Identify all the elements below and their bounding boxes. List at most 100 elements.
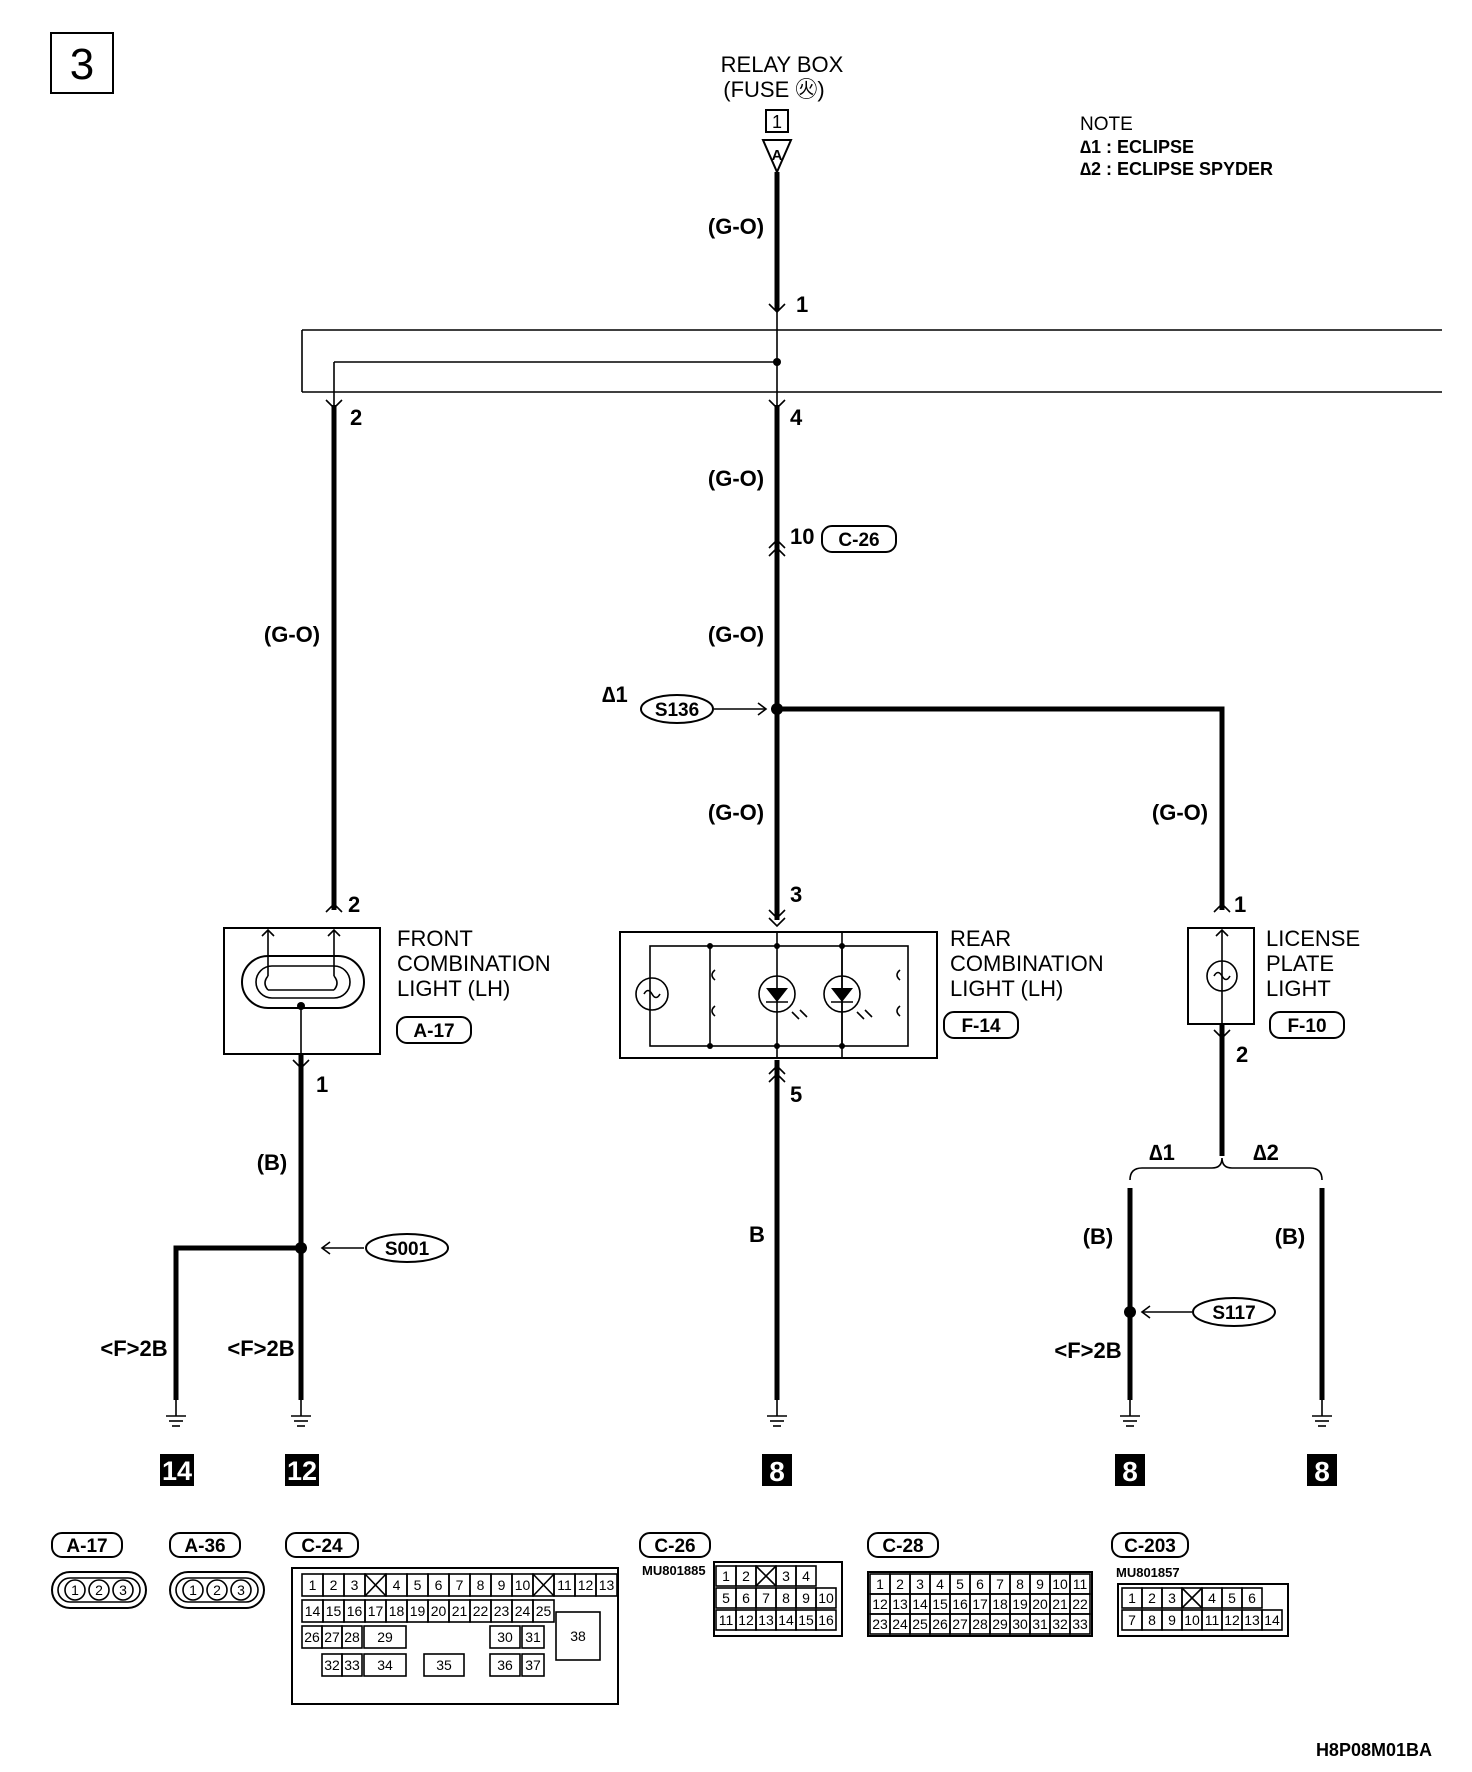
wire-color-label: (G-O) xyxy=(708,800,764,825)
wire-color-label: (G-O) xyxy=(264,622,320,647)
connector-pin: 5 xyxy=(1228,1590,1236,1606)
license-light-connector: F-10 xyxy=(1287,1016,1326,1037)
connector-blank-cell xyxy=(755,1565,777,1587)
connector-pin: 33 xyxy=(344,1657,360,1673)
connector-pin: 1 xyxy=(309,1577,317,1593)
connector-pin: 3 xyxy=(782,1568,790,1584)
connector-pin: 22 xyxy=(1072,1596,1088,1612)
connector-pin: 9 xyxy=(802,1590,810,1606)
pin-label: 10 xyxy=(790,524,814,549)
connector-label: C-203 xyxy=(1124,1536,1176,1557)
connector-cell xyxy=(363,1625,407,1649)
connector-pin: 2 xyxy=(742,1568,750,1584)
connector-pin: 32 xyxy=(324,1657,340,1673)
relay-box-source: RELAY BOX (FUSE ㊋) 1 A xyxy=(721,52,844,175)
license-light-name-1: LICENSE xyxy=(1266,926,1360,951)
ground-number: 8 xyxy=(769,1456,785,1487)
connector-pin: 12 xyxy=(578,1577,594,1593)
license-light-name-3: LIGHT xyxy=(1266,976,1331,1001)
ground-number: 12 xyxy=(287,1456,317,1486)
connector-pin: 15 xyxy=(326,1603,342,1619)
wire-license-feed xyxy=(777,706,1225,910)
connector-cell xyxy=(1241,1587,1263,1609)
connector-pin: 17 xyxy=(972,1596,988,1612)
splice-s136-badge xyxy=(640,694,714,724)
connector-pin: 27 xyxy=(324,1629,340,1645)
ground-symbol xyxy=(1120,1400,1140,1427)
connector-pin: 23 xyxy=(494,1603,510,1619)
connector-pin: 27 xyxy=(952,1616,968,1632)
rear-light-name-3: LIGHT (LH) xyxy=(950,976,1063,1001)
connector-cell xyxy=(555,1611,601,1661)
connector-pin: 2 xyxy=(330,1577,338,1593)
connector-pin: 11 xyxy=(1073,1576,1088,1592)
front-light-connector: A-17 xyxy=(413,1021,454,1042)
ground-ref-label: <F>2B xyxy=(1054,1338,1121,1363)
front-light-label: FRONT COMBINATION LIGHT (LH) A-17 xyxy=(396,926,551,1044)
connector-pin: 26 xyxy=(932,1616,948,1632)
connector-part-number: MU801857 xyxy=(1116,1565,1180,1580)
fuse-label: (FUSE ㊋) xyxy=(723,77,824,102)
front-light-name-2: COMBINATION xyxy=(397,951,551,976)
connector-part-number: MU801885 xyxy=(642,1563,706,1578)
connector-pin: 31 xyxy=(1032,1616,1048,1632)
figure-code: H8P08M01BA xyxy=(1316,1740,1432,1760)
connector-pin: 33 xyxy=(1072,1616,1088,1632)
connector-pin: 5 xyxy=(414,1577,422,1593)
connector-blank-cell xyxy=(1181,1587,1203,1609)
connector-pin: 9 xyxy=(498,1577,506,1593)
connector-pin: 29 xyxy=(992,1616,1008,1632)
ground-symbols xyxy=(166,1400,1332,1427)
note-title: NOTE xyxy=(1080,114,1133,135)
connector-pin: 2 xyxy=(896,1576,904,1592)
connector-pin: 13 xyxy=(758,1612,774,1628)
connector-pin: 21 xyxy=(452,1603,468,1619)
connector-a17: A-17 1 2 3 xyxy=(51,1532,147,1609)
connector-pin: 15 xyxy=(932,1596,948,1612)
connector-pin: 19 xyxy=(410,1603,426,1619)
connector-blank-cell xyxy=(364,1573,387,1597)
connector-pin: 5 xyxy=(722,1590,730,1606)
connector-pin: 3 xyxy=(351,1577,359,1593)
connector-pin: 25 xyxy=(912,1616,928,1632)
connector-pin: 11 xyxy=(557,1577,572,1593)
connector-pin: 30 xyxy=(497,1629,513,1645)
connector-pin: 16 xyxy=(952,1596,968,1612)
connector-pin: 9 xyxy=(1036,1576,1044,1592)
note-block: NOTE ∆1 : ECLIPSE ∆2 : ECLIPSE SPYDER xyxy=(1080,114,1273,179)
connector-pin: 12 xyxy=(1224,1612,1240,1628)
splice-s117-badge xyxy=(1192,1297,1276,1327)
wire-s001-branch xyxy=(173,1245,301,1400)
connector-pin: 2 xyxy=(1148,1590,1156,1606)
rear-light-name-2: COMBINATION xyxy=(950,951,1104,976)
splice-s136-mark: ∆1 xyxy=(602,682,628,707)
rear-combination-light xyxy=(619,931,938,1059)
pin-label: 1 xyxy=(1234,892,1246,917)
connector-pin: 7 xyxy=(456,1577,464,1593)
connector-pin: 28 xyxy=(972,1616,988,1632)
connector-pin: 7 xyxy=(1128,1612,1136,1628)
ground-symbol xyxy=(166,1400,186,1427)
connector-pin: 14 xyxy=(1264,1612,1280,1628)
connector-pin: 19 xyxy=(1012,1596,1028,1612)
ground-numbers: 14 12 8 8 8 xyxy=(160,1454,1337,1487)
connector-cell xyxy=(795,1565,817,1587)
connector-label: A-36 xyxy=(184,1536,225,1557)
connector-pin: 8 xyxy=(1148,1612,1156,1628)
connector-pin: 10 xyxy=(818,1590,834,1606)
wire-color-label: (B) xyxy=(1275,1224,1306,1249)
connector-label: C-28 xyxy=(882,1536,923,1557)
connector-cell xyxy=(341,1653,363,1677)
wire-color-label: (G-O) xyxy=(708,622,764,647)
connector-pin: 25 xyxy=(536,1603,552,1619)
connector-pin: 4 xyxy=(802,1568,810,1584)
section-number: 3 xyxy=(70,40,94,89)
inline-connector-c26: C-26 xyxy=(838,530,879,551)
splice-s001-label: S001 xyxy=(385,1239,430,1260)
connector-pin: 38 xyxy=(570,1628,586,1644)
connector-pin: 4 xyxy=(1208,1590,1216,1606)
relay-box-label: RELAY BOX xyxy=(721,52,844,77)
license-light-name-2: PLATE xyxy=(1266,951,1334,976)
